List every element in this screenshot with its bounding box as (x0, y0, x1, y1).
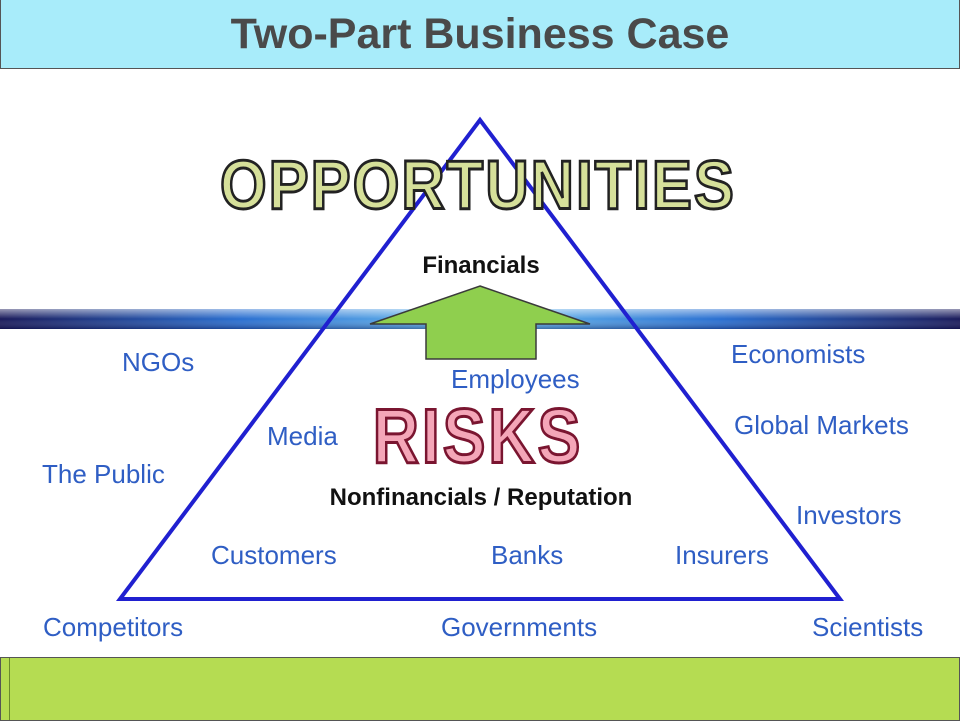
stakeholder-the-public: The Public (42, 459, 165, 489)
stakeholder-banks: Banks (491, 540, 564, 570)
financials-label: Financials (422, 252, 540, 279)
title-bar: Two-Part Business Case (0, 0, 960, 69)
slide-title: Two-Part Business Case (230, 9, 730, 58)
stakeholder-employees: Employees (451, 364, 580, 394)
footer-divider (9, 658, 10, 720)
stakeholder-investors: Investors (796, 500, 902, 530)
stakeholder-media: Media (267, 421, 338, 451)
stakeholder-competitors: Competitors (43, 612, 184, 642)
up-arrow (369, 285, 591, 360)
stakeholder-insurers: Insurers (675, 540, 769, 570)
stakeholder-economists: Economists (731, 339, 866, 369)
stakeholder-global-markets: Global Markets (734, 410, 909, 440)
stakeholder-governments: Governments (441, 612, 598, 642)
stakeholder-customers: Customers (211, 540, 337, 570)
stakeholder-ngos: NGOs (122, 347, 195, 377)
risks-banner: RISKS (373, 393, 584, 479)
stakeholder-scientists: Scientists (812, 612, 924, 642)
nonfinancials-label: Nonfinancials / Reputation (329, 484, 633, 511)
opportunities-banner: OPPORTUNITIES (220, 146, 736, 224)
pyramid-triangle (115, 116, 845, 601)
footer-bar (0, 657, 960, 721)
